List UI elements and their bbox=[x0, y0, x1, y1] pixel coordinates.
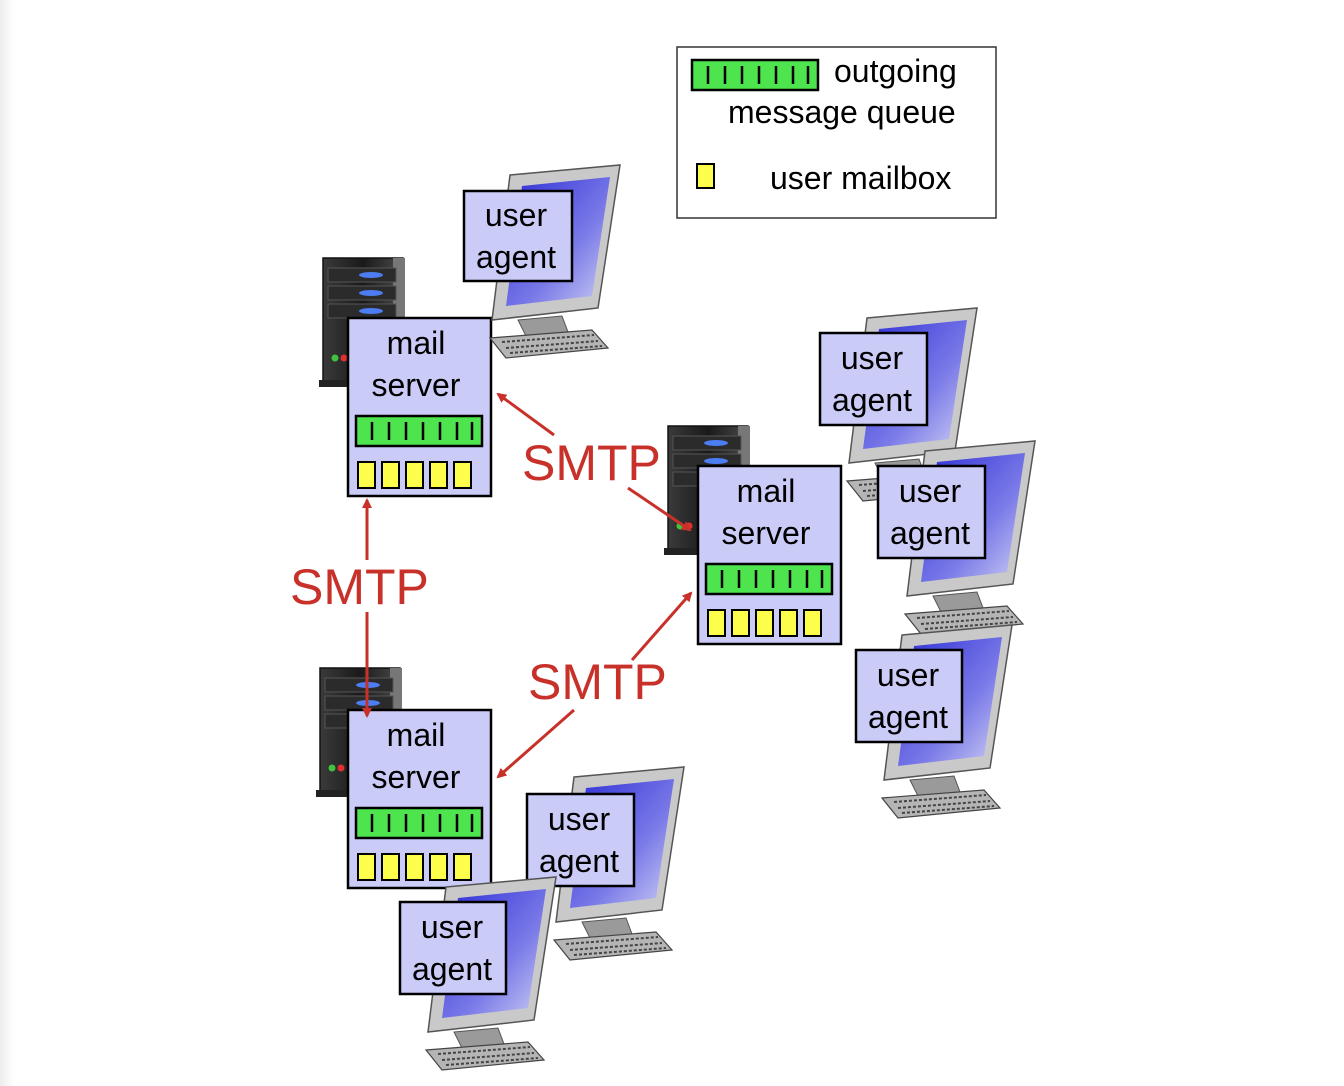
user-agent-label-line2: agent bbox=[412, 951, 492, 987]
legend-mailbox-label: user mailbox bbox=[770, 160, 951, 196]
smtp-arrow-to-right-server bbox=[627, 486, 692, 532]
smtp-arrow-to-top-server bbox=[496, 392, 555, 437]
mail-server-right: mail server bbox=[663, 425, 843, 646]
user-agent-2: user agent bbox=[818, 307, 978, 502]
user-agent-label-line1: user bbox=[485, 197, 548, 233]
mail-server-label-line2: server bbox=[372, 759, 461, 795]
user-agent-label-line2: agent bbox=[539, 843, 619, 879]
user-agent-6: user agent bbox=[398, 876, 557, 1071]
user-agent-label-line2: agent bbox=[832, 382, 912, 418]
user-agent-label-line2: agent bbox=[868, 699, 948, 735]
smtp-label-left: SMTP bbox=[290, 559, 429, 615]
left-edge-shadow bbox=[0, 0, 14, 1086]
mail-server-label-line2: server bbox=[372, 367, 461, 403]
user-mailboxes bbox=[357, 461, 472, 489]
user-agent-label-line2: agent bbox=[890, 515, 970, 551]
user-agent-label-line1: user bbox=[421, 909, 484, 945]
smtp-arrow-up-right bbox=[630, 591, 693, 661]
outgoing-queue bbox=[354, 806, 484, 840]
legend-queue-label-1: outgoing bbox=[834, 53, 957, 89]
smtp-label-top: SMTP bbox=[522, 435, 661, 491]
mail-server-label-line1: mail bbox=[387, 325, 446, 361]
mail-server-label-line2: server bbox=[722, 515, 811, 551]
outgoing-queue bbox=[704, 562, 834, 596]
user-agent-3: user agent bbox=[876, 440, 1036, 635]
legend: outgoing message queue user mailbox bbox=[676, 46, 997, 219]
legend-queue-label-2: message queue bbox=[728, 94, 956, 130]
smtp-links: SMTP SMTP SMTP bbox=[290, 392, 693, 779]
mail-server-label-line1: mail bbox=[387, 717, 446, 753]
smtp-label-bottom: SMTP bbox=[528, 654, 667, 710]
user-agent-label-line1: user bbox=[899, 473, 962, 509]
mail-server-label-line1: mail bbox=[737, 473, 796, 509]
user-agent-label-line1: user bbox=[877, 657, 940, 693]
user-agent-1: user agent bbox=[462, 164, 621, 359]
legend-mailbox-icon bbox=[696, 163, 715, 189]
user-mailboxes bbox=[357, 853, 472, 881]
user-mailboxes bbox=[707, 609, 822, 637]
user-agent-5: user agent bbox=[525, 766, 685, 961]
user-agent-label-line1: user bbox=[841, 340, 904, 376]
smtp-arrow-down-left bbox=[496, 708, 575, 779]
user-agent-4: user agent bbox=[854, 624, 1013, 819]
legend-queue-icon bbox=[690, 58, 820, 92]
user-agent-label-line1: user bbox=[548, 801, 611, 837]
outgoing-queue bbox=[354, 414, 484, 448]
mail-server-top: mail server bbox=[318, 257, 493, 498]
mail-server-bottom: mail server bbox=[315, 667, 493, 890]
user-agent-label-line2: agent bbox=[476, 239, 556, 275]
